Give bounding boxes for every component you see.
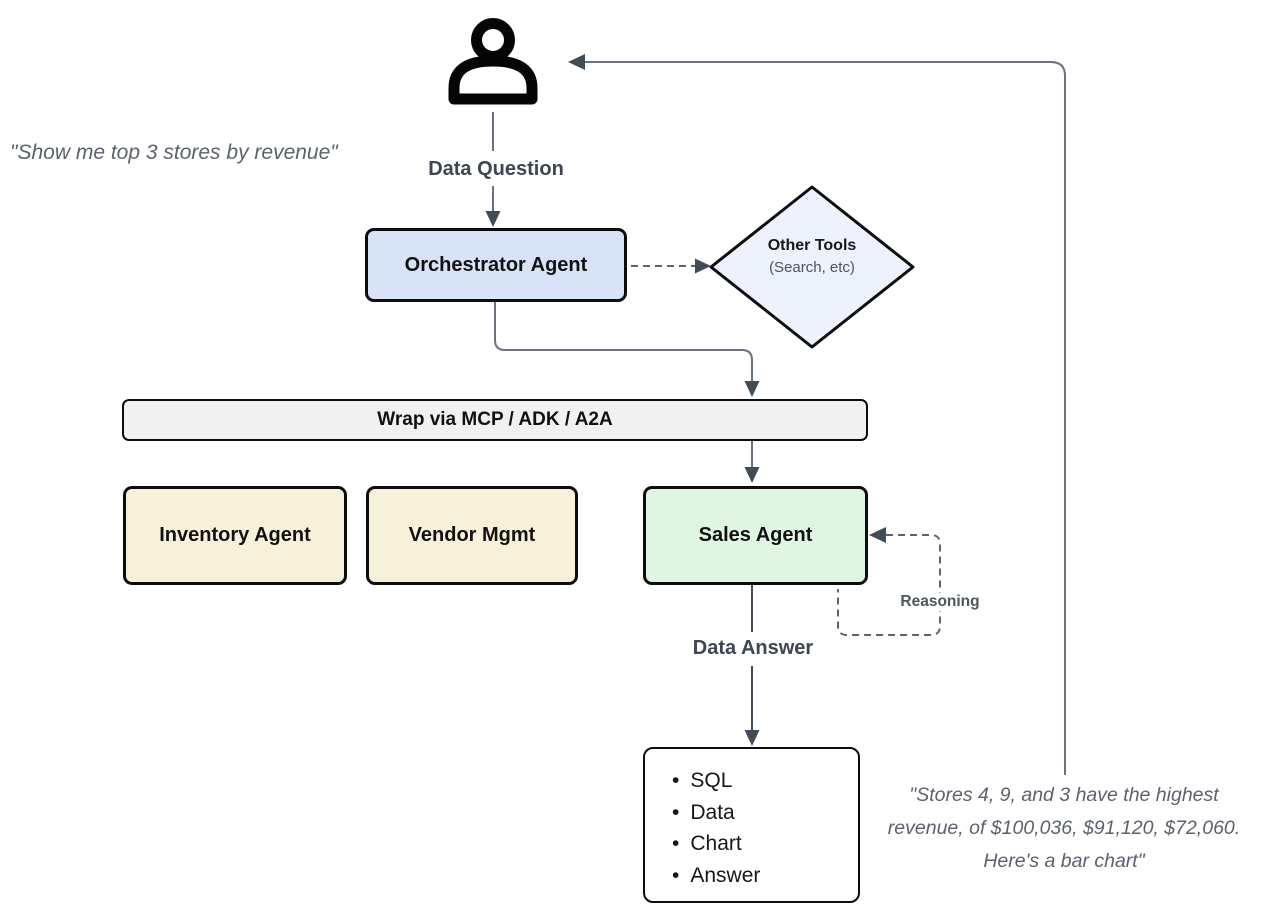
connector-answer-to-person [585, 61, 1066, 775]
sales-agent-node: Sales Agent [643, 486, 868, 585]
other-tools-title: Other Tools [767, 237, 857, 254]
sales-agent-label: Sales Agent [698, 524, 813, 546]
bullet-icon: • [672, 832, 680, 855]
bullet-icon: • [672, 863, 680, 887]
output-item-label: SQL [690, 769, 733, 792]
arrowhead-reasoning [869, 527, 886, 543]
list-item: • Data [672, 797, 858, 829]
arrowhead-other-tools [695, 258, 711, 274]
answer-quote: "Stores 4, 9, and 3 have the highest rev… [878, 779, 1250, 878]
other-tools-node: Other Tools (Search, etc) [722, 237, 902, 276]
answer-quote-line: revenue, of $100,036, $91,120, $72,060. [887, 817, 1241, 839]
output-node: • SQL • Data • Chart • Answer [643, 747, 860, 903]
data-question-label: Data Question [428, 158, 564, 180]
list-item: • Answer [672, 860, 858, 892]
arrowhead-output [744, 730, 760, 746]
arrowhead-bar [744, 381, 760, 397]
answer-quote-line: "Stores 4, 9, and 3 have the highest [909, 784, 1219, 806]
orchestrator-agent-node: Orchestrator Agent [365, 228, 627, 302]
output-list: • SQL • Data • Chart • Answer [672, 765, 858, 891]
bullet-icon: • [672, 769, 680, 792]
inventory-agent-node: Inventory Agent [123, 486, 347, 585]
output-item-label: Answer [690, 863, 761, 887]
answer-quote-line: Here's a bar chart" [983, 850, 1145, 872]
user-question-quote: "Show me top 3 stores by revenue" [10, 141, 338, 164]
arrowhead-sales [744, 467, 760, 483]
bullet-icon: • [672, 800, 680, 824]
person-icon [448, 18, 538, 105]
output-item-label: Data [690, 800, 735, 824]
orchestrator-agent-label: Orchestrator Agent [404, 253, 588, 276]
list-item: • Chart [672, 828, 858, 860]
vendor-mgmt-label: Vendor Mgmt [408, 524, 536, 546]
data-answer-label: Data Answer [692, 637, 814, 659]
arrowhead-person [568, 54, 585, 70]
wrapper-bar-label: Wrap via MCP / ADK / A2A [377, 409, 613, 430]
inventory-agent-label: Inventory Agent [159, 524, 311, 546]
list-item: • SQL [672, 765, 858, 797]
reasoning-label: Reasoning [895, 593, 985, 611]
connector-reasoning-loop [837, 534, 941, 636]
vendor-mgmt-node: Vendor Mgmt [366, 486, 578, 585]
arrowhead-orchestrator [485, 211, 501, 227]
output-item-label: Chart [690, 832, 742, 855]
other-tools-diamond [709, 185, 915, 349]
connector-orchestrator-to-bar [494, 302, 753, 381]
other-tools-subtitle: (Search, etc) [769, 259, 855, 276]
wrapper-bar-node: Wrap via MCP / ADK / A2A [122, 399, 868, 441]
